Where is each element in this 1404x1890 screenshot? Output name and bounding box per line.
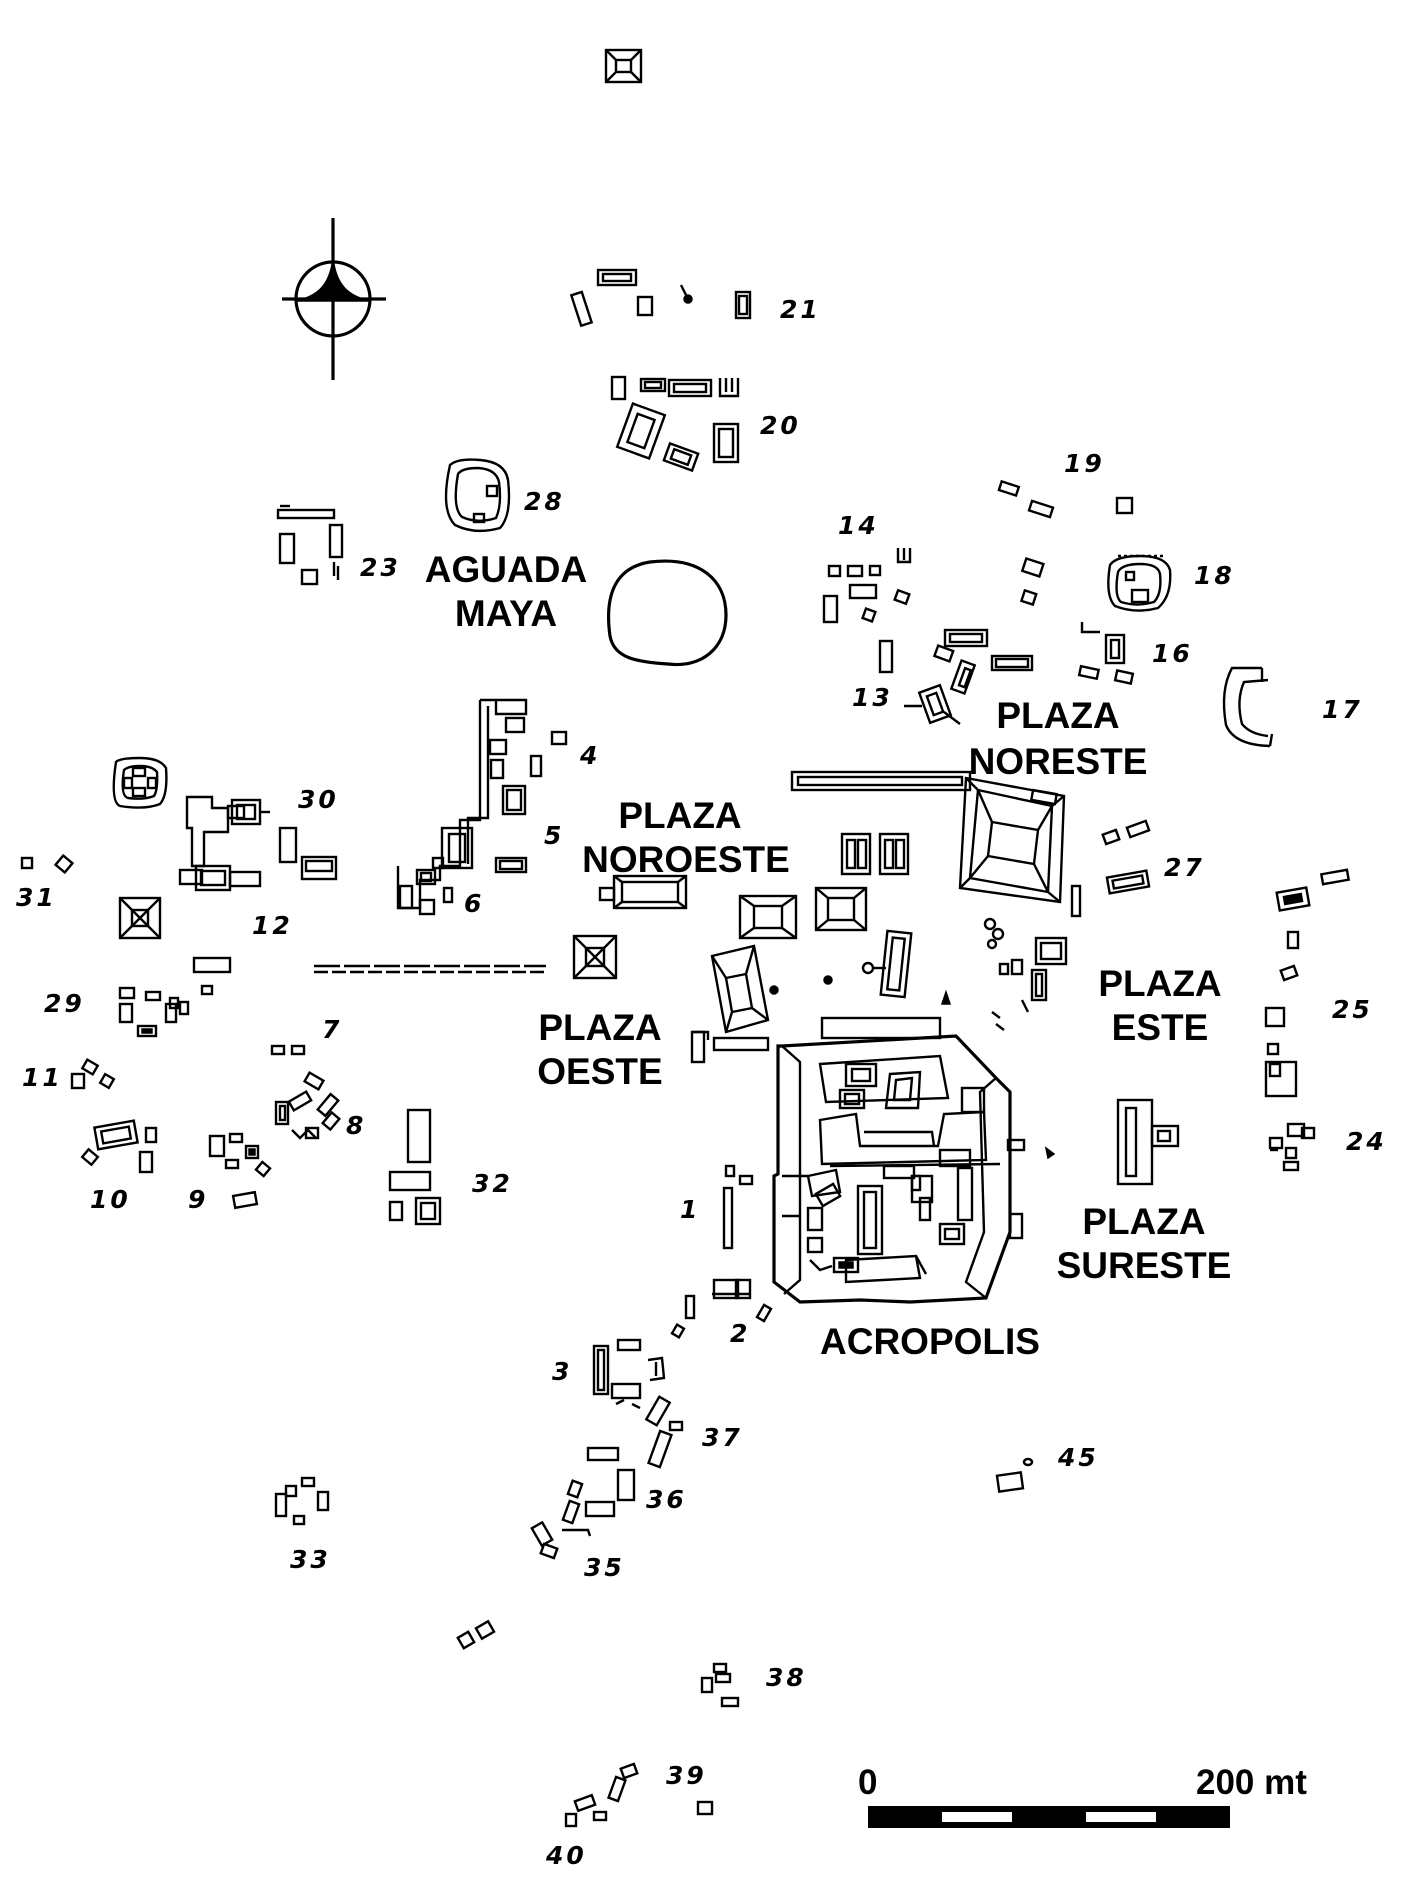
group-12-structures [118,864,262,1038]
group-19-structures [997,479,1134,607]
label-plaza-este-2: ESTE [1112,1007,1209,1048]
group-label-45: 45 [1057,1443,1099,1472]
label-acropolis: ACROPOLIS [820,1321,1040,1362]
group-4-5-6-structures [396,698,568,916]
group-label-38: 38 [766,1663,807,1692]
group-28-structure [444,458,511,533]
group-label-12: 12 [252,911,293,940]
acropolis-complex [772,1016,1056,1304]
group-label-23: 23 [360,553,401,582]
scale-bar: 0 200 mt [858,1763,1307,1828]
north-arrow-icon [282,218,386,380]
group-label-21: 21 [780,295,821,324]
group-label-24: 24 [1346,1127,1387,1156]
label-plaza-noroeste-2: NOROESTE [582,839,790,880]
group-label-16: 16 [1152,639,1193,668]
group-32-structures [388,1108,442,1226]
group-label-4: 4 [579,741,600,770]
group-label-13: 13 [852,683,893,712]
group-18-structure [1107,554,1172,612]
label-plaza-oeste-1: PLAZA [538,1007,661,1048]
group-25-24-structures [1264,868,1351,1172]
group-label-39: 39 [666,1761,707,1790]
group-label-33: 33 [290,1545,331,1574]
group-label-5: 5 [544,821,564,850]
group-label-35: 35 [584,1553,625,1582]
group-number-labels: 1 2 3 4 5 6 7 8 9 10 11 12 13 14 16 17 1… [16,295,1387,1870]
label-plaza-sureste-1: PLAZA [1082,1201,1205,1242]
group-label-9: 9 [188,1185,208,1214]
group-label-19: 19 [1064,449,1105,478]
label-aguada: AGUADA [425,549,587,590]
plaza-este-structures [983,917,1068,1031]
aguada-maya-pond [606,559,728,667]
group-label-40: 40 [545,1841,587,1870]
group-11-10-9-8-7-structures [70,1044,342,1210]
group-14-structures [822,548,1034,725]
group-label-27: 27 [1164,853,1205,882]
group-label-30: 30 [298,785,339,814]
group-label-25: 25 [1332,995,1373,1024]
group-label-11: 11 [22,1063,63,1092]
causeway-lines [314,964,546,974]
group-label-17: 17 [1322,695,1363,724]
group-31-structures [20,853,75,875]
label-plaza-sureste-2: SURESTE [1057,1245,1232,1286]
group-23-structures [276,504,344,586]
group-label-3: 3 [552,1357,572,1386]
plaza-labels: AGUADA MAYA PLAZA NORESTE PLAZA NOROESTE… [425,549,1232,1362]
label-plaza-oeste-2: OESTE [537,1051,662,1092]
group-label-29: 29 [44,989,85,1018]
label-plaza-noreste-2: NORESTE [969,741,1148,782]
scale-end-label: 200 mt [1196,1763,1307,1802]
group-label-31: 31 [16,883,57,912]
group-label-36: 36 [646,1485,687,1514]
group-16-structures [1077,622,1135,685]
group-label-28: 28 [524,487,565,516]
north-structure [604,48,643,84]
group-label-8: 8 [346,1111,366,1140]
label-plaza-este-1: PLAZA [1098,963,1221,1004]
group-20-structures [610,375,740,473]
group-label-1: 1 [680,1195,700,1224]
label-plaza-noreste-1: PLAZA [996,695,1119,736]
group-label-18: 18 [1194,561,1235,590]
group-label-37: 37 [702,1423,743,1452]
plaza-sureste-structure [1116,1098,1180,1186]
plaza-noroeste-structures [572,832,952,1064]
group-21-structures [569,268,752,328]
group-label-6: 6 [464,889,484,918]
label-plaza-noroeste-1: PLAZA [618,795,741,836]
group-label-7: 7 [322,1015,342,1044]
label-maya: MAYA [455,593,557,634]
south-groups-structures [274,1164,1034,1828]
group-label-14: 14 [838,511,879,540]
group-label-32: 32 [472,1169,513,1198]
group-label-20: 20 [760,411,801,440]
scale-start-label: 0 [858,1763,877,1802]
group-label-2: 2 [730,1319,750,1348]
group-label-10: 10 [90,1185,131,1214]
plaza-noreste-structures [790,770,1151,918]
group-30-structures [112,756,338,881]
group-17-structure [1222,666,1274,748]
